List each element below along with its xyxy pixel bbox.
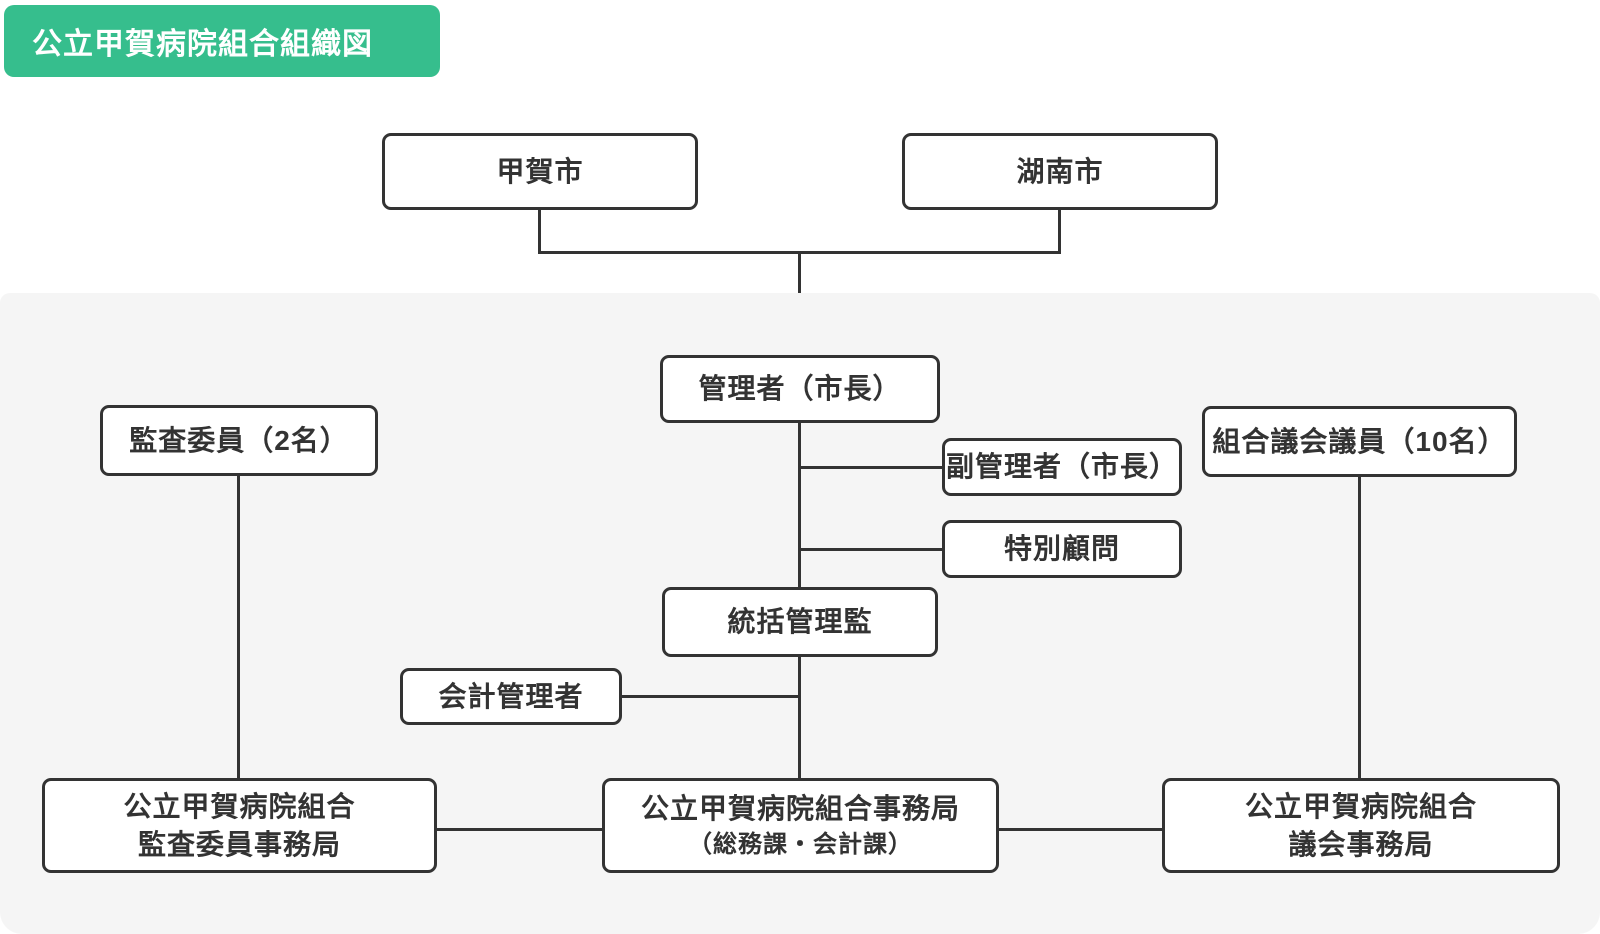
node-fuku-kanrisha-label: 副管理者（市長） [945,451,1178,483]
node-kansa-iin: 監査委員（2名） [100,405,378,476]
chart-title: 公立甲賀病院組合組織図 [32,28,373,61]
node-kaikei-kanrisha: 会計管理者 [400,668,622,725]
node-gikai-jimukyoku: 公立甲賀病院組合 議会事務局 [1162,778,1560,873]
node-kumiai-gikai-giin-label: 組合議会議員（10名） [1212,425,1507,457]
node-tokatsu-kanrikan-label: 統括管理監 [727,606,873,638]
connector-konan-city-drop [1058,210,1061,253]
node-koka-city-label: 甲賀市 [496,155,584,187]
node-kansa-iin-label: 監査委員（2名） [129,424,349,456]
connector-kanrisha-to-tokatsu [798,422,801,588]
node-kansa-iin-jimukyoku: 公立甲賀病院組合 監査委員事務局 [42,778,437,873]
node-kanrisha-label: 管理者（市長） [698,373,902,405]
connector-branch-tokubetsu-komon [800,548,942,551]
connector-tokatsu-to-jimukyoku [798,656,801,779]
node-kumiai-gikai-giin: 組合議会議員（10名） [1202,406,1517,477]
node-konan-city-label: 湖南市 [1016,155,1104,187]
connector-koka-city-drop [538,210,541,253]
node-kanrisha-mayor: 管理者（市長） [660,355,940,423]
connector-branch-kaikei-kanrisha [622,695,800,698]
node-tokubetsu-komon: 特別顧問 [942,520,1182,578]
connector-trunk-to-panel [798,251,801,293]
node-gikai-jimukyoku-line2: 議会事務局 [1288,828,1434,860]
connector-jimu-to-gikaijimu [999,828,1162,831]
node-konan-city: 湖南市 [902,133,1218,210]
connector-kansajimu-to-jimu [437,828,602,831]
node-tokatsu-kanrikan: 統括管理監 [662,587,938,657]
node-kansa-iin-jimukyoku-line2: 監査委員事務局 [137,828,341,860]
node-gikai-jimukyoku-line1: 公立甲賀病院組合 [1244,790,1477,822]
node-kaikei-kanrisha-label: 会計管理者 [438,680,584,712]
chart-title-badge: 公立甲賀病院組合組織図 [4,5,440,77]
node-koka-city: 甲賀市 [382,133,698,210]
node-fuku-kanrisha-mayor: 副管理者（市長） [942,438,1182,496]
connector-kansa-iin-drop [237,475,240,779]
node-kumiai-jimukyoku-line2: （総務課・会計課） [688,830,913,858]
connector-branch-fuku-kanrisha [800,466,942,469]
node-kumiai-jimukyoku-line1: 公立甲賀病院組合事務局 [640,792,960,824]
node-kumiai-jimukyoku: 公立甲賀病院組合事務局 （総務課・会計課） [602,778,999,873]
connector-gikai-giin-drop [1358,476,1361,779]
node-tokubetsu-komon-label: 特別顧問 [1003,533,1120,565]
node-kansa-iin-jimukyoku-line1: 公立甲賀病院組合 [123,790,356,822]
